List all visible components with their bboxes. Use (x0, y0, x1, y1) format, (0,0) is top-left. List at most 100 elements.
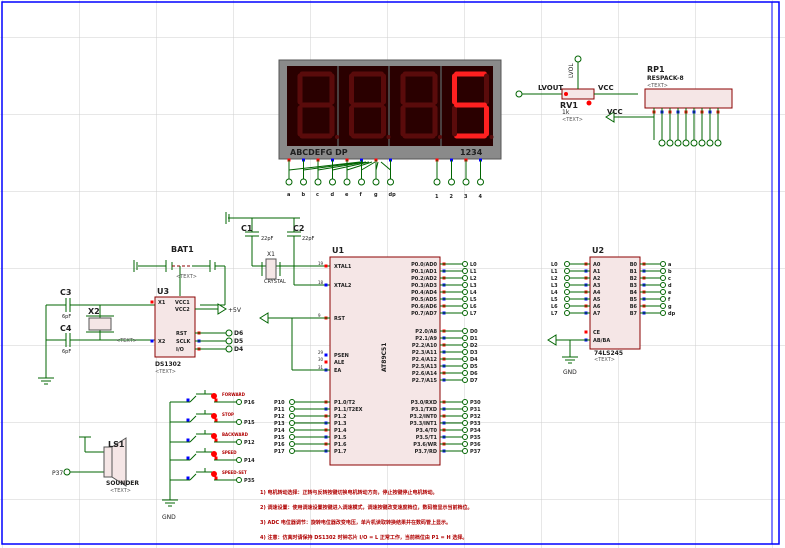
battery-bat1[interactable] (133, 260, 226, 306)
u1-terminal-p32[interactable] (462, 413, 468, 419)
display-seg-terminal-b[interactable] (300, 178, 307, 186)
u2-out-terminal-4[interactable] (660, 289, 666, 295)
u2-out-terminal-3[interactable] (660, 282, 666, 288)
u1-terminal-p25[interactable] (462, 363, 468, 369)
u3-terminal-4[interactable] (225, 345, 233, 353)
u2-in-terminal-1[interactable] (564, 268, 570, 274)
u1-terminal-p23[interactable] (462, 349, 468, 355)
rp1-terminal-8[interactable] (714, 139, 722, 147)
button-terminal-p35[interactable] (236, 477, 242, 483)
u1-terminal-p26[interactable] (462, 370, 468, 376)
u1-pin-p27: P2.7/A15 (412, 378, 438, 384)
u1-terminal-p00[interactable] (462, 261, 468, 267)
u1-terminal-p34[interactable] (462, 427, 468, 433)
u3-plus5v: +5V (228, 307, 242, 314)
crystal-x1-circuit[interactable] (225, 212, 330, 286)
pin-marker (214, 438, 218, 442)
display-seg-terminal-g[interactable] (372, 178, 380, 186)
display-dig-terminal-4[interactable] (477, 178, 484, 186)
u1-terminal-p17[interactable] (289, 448, 295, 454)
u2-in-terminal-3[interactable] (564, 282, 570, 288)
display-seg-terminal-a[interactable] (285, 178, 293, 186)
rtc-crystal-circuit[interactable] (38, 298, 155, 385)
chip-u3-ds1302[interactable] (154, 296, 196, 358)
u1-terminal-p03[interactable] (462, 282, 468, 288)
u1-terminal-p36[interactable] (462, 441, 468, 447)
u1-terminal-p12[interactable] (289, 413, 295, 419)
u1-terminal-p06[interactable] (462, 303, 468, 309)
u1-terminal-p27[interactable] (462, 377, 468, 383)
u2-out-terminal-6[interactable] (660, 303, 666, 309)
button-terminal-p16[interactable] (236, 399, 242, 405)
u1-terminal-p07[interactable] (462, 310, 468, 316)
u2-out-net-1: b (668, 269, 672, 275)
u1-terminal-p33[interactable] (462, 420, 468, 426)
button-terminal-p14[interactable] (236, 457, 242, 463)
rp1-terminal-7[interactable] (706, 139, 714, 147)
u2-in-terminal-6[interactable] (564, 303, 570, 309)
ls1-net-p37: P37 (52, 470, 63, 477)
display-dig-terminal-2[interactable] (448, 178, 455, 186)
u1-terminal-p14[interactable] (289, 427, 295, 433)
u1-terminal-p05[interactable] (462, 296, 468, 302)
u2-out-terminal-0[interactable] (660, 261, 666, 267)
u2-in-terminal-4[interactable] (564, 289, 570, 295)
display-seg-terminal-e[interactable] (343, 178, 351, 186)
u2-out-terminal-7[interactable] (660, 310, 666, 316)
u2-in-terminal-2[interactable] (564, 275, 570, 281)
u1-terminal-p21[interactable] (462, 335, 468, 341)
u3-terminal-3[interactable] (225, 337, 233, 345)
potentiometer-rv1[interactable] (515, 55, 640, 123)
button-terminal-p12[interactable] (236, 439, 242, 445)
u1-terminal-p11[interactable] (289, 406, 295, 412)
u1-terminal-p16[interactable] (289, 441, 295, 447)
u1-terminal-p01[interactable] (462, 268, 468, 274)
seven-segment-display[interactable]: ABCDEFG DP 1234 (278, 59, 502, 160)
display-seg-terminal-dp[interactable] (387, 178, 394, 186)
u1-terminal-p22[interactable] (462, 342, 468, 348)
rp1-terminal-6[interactable] (698, 139, 706, 147)
u1-terminal-p20[interactable] (462, 328, 468, 334)
display-seg-terminal-d[interactable] (329, 178, 336, 186)
u1-terminal-p37[interactable] (462, 448, 468, 454)
rp1-terminal-1[interactable] (658, 139, 666, 147)
u3-pin-4: I/O (176, 347, 184, 353)
u1-terminal-p24[interactable] (462, 356, 468, 362)
u2-out-terminal-2[interactable] (660, 275, 666, 281)
u1-terminal-p10[interactable] (289, 399, 295, 405)
display-seg-terminal-c[interactable] (314, 178, 322, 186)
display-dig-terminal-3[interactable] (462, 178, 470, 186)
u1-terminal-p13[interactable] (289, 420, 295, 426)
rp1-terminal-2[interactable] (666, 139, 674, 147)
u1-terminal-p15[interactable] (289, 434, 295, 440)
u2-out-terminal-1[interactable] (660, 268, 666, 274)
u1-terminal-p02[interactable] (462, 275, 468, 281)
chip-u2-74ls245[interactable] (589, 256, 641, 350)
rp1-terminal-3[interactable] (674, 139, 682, 147)
rp1-terminal-5[interactable] (690, 139, 698, 147)
u1-terminal-p31[interactable] (462, 406, 468, 412)
u1-terminal-p04[interactable] (462, 289, 468, 295)
u1-pin-p06: P0.6/AD6 (411, 304, 437, 310)
u2-out-terminal-5[interactable] (660, 296, 666, 302)
u3-terminal-2[interactable] (225, 329, 233, 337)
u2-in-terminal-5[interactable] (564, 296, 570, 302)
display-dig-terminal-1[interactable] (433, 178, 441, 186)
u1-terminal-p30[interactable] (462, 399, 468, 405)
sounder-ls1[interactable] (63, 436, 127, 487)
button-terminal-p15[interactable] (236, 419, 242, 425)
u1-pin-p21: P2.1/A9 (415, 336, 437, 342)
rp1-terminal-4[interactable] (682, 139, 690, 147)
chip-u1-at89c51[interactable] (329, 256, 441, 466)
display-seg-terminal-f[interactable] (358, 178, 365, 186)
u2-in-terminal-0[interactable] (564, 261, 570, 267)
u1-terminal-p35[interactable] (462, 434, 468, 440)
u2-in-terminal-7[interactable] (564, 310, 570, 316)
resistor-pack-rp1[interactable] (644, 88, 733, 109)
u1-pin-p14: P1.4 (334, 428, 347, 434)
